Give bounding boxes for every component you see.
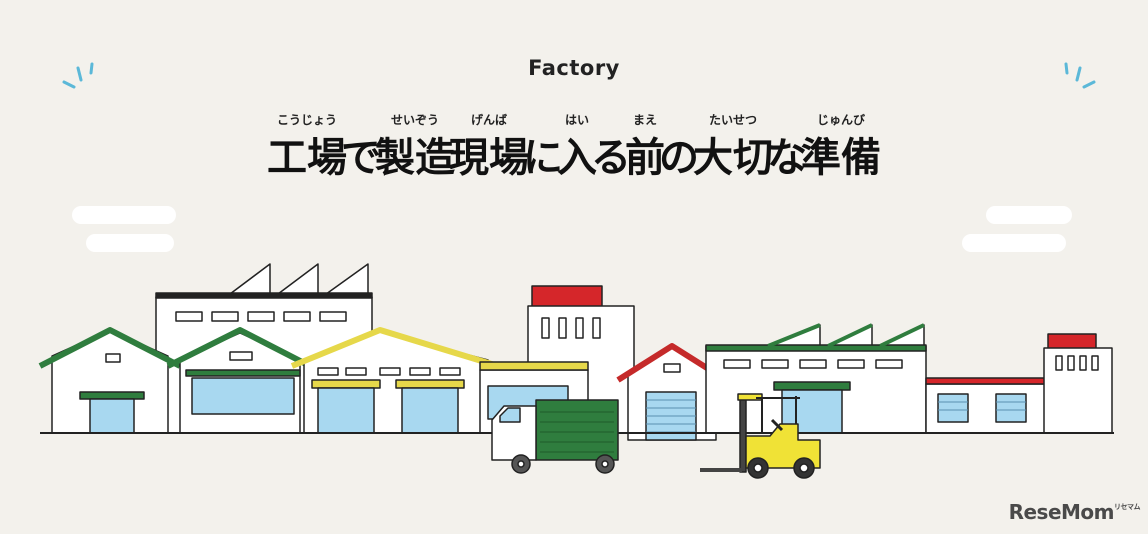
resemom-logo: ReseMomリセマム <box>1008 500 1141 524</box>
title-ruby: まえ <box>632 113 657 127</box>
eyebrow-label: Factory <box>528 56 620 80</box>
title-segment: げんば現場 <box>449 112 529 188</box>
title-ruby: げんば <box>470 113 507 127</box>
title-ruby: たいせつ <box>708 113 757 127</box>
sparkle-left-icon <box>62 62 94 89</box>
logo-sup: リセマム <box>1114 503 1141 511</box>
title-segment: せいぞう製造 <box>375 112 455 188</box>
title-base: 準備 <box>801 135 881 181</box>
title-base: 工場 <box>267 135 347 181</box>
title-ruby: じゅんび <box>816 113 865 127</box>
title-base: 製造 <box>375 135 455 181</box>
title-segment: の <box>659 112 699 188</box>
title-segment: まえ前 <box>625 112 665 188</box>
title-base: 前 <box>625 135 665 181</box>
logo-text: ReseMom <box>1008 500 1115 524</box>
title-segment: る <box>591 112 631 188</box>
forklift-icon <box>700 393 821 479</box>
title-segment: で <box>341 112 381 188</box>
cloud-icon <box>72 206 176 224</box>
title-base: 現場 <box>449 135 529 181</box>
title-segment: はい入 <box>557 112 597 188</box>
cloud-icon <box>986 206 1072 224</box>
title-base: 大切 <box>693 135 773 181</box>
page-title: こうじょう工場でせいぞう製造げんば現場にはい入るまえ前のたいせつ大切なじゅんび準… <box>0 112 1148 188</box>
title-base: で <box>341 135 381 181</box>
title-ruby: せいぞう <box>390 113 439 127</box>
title-segment: たいせつ大切 <box>693 112 773 188</box>
title-ruby: こうじょう <box>276 113 337 127</box>
title-base: な <box>767 135 807 181</box>
sparkle-right-icon <box>1064 62 1096 89</box>
title-segment: こうじょう工場 <box>267 112 347 188</box>
title-base: る <box>591 135 631 181</box>
title-base: の <box>659 135 699 181</box>
cloud-icon <box>86 234 174 252</box>
title-segment: に <box>523 112 563 188</box>
title-segment: な <box>767 112 807 188</box>
cloud-icon <box>962 234 1066 252</box>
truck-icon <box>491 399 619 474</box>
title-base: 入 <box>557 135 597 181</box>
title-ruby: はい <box>564 113 589 127</box>
title-segment: じゅんび準備 <box>801 112 881 188</box>
title-base: に <box>523 135 563 181</box>
